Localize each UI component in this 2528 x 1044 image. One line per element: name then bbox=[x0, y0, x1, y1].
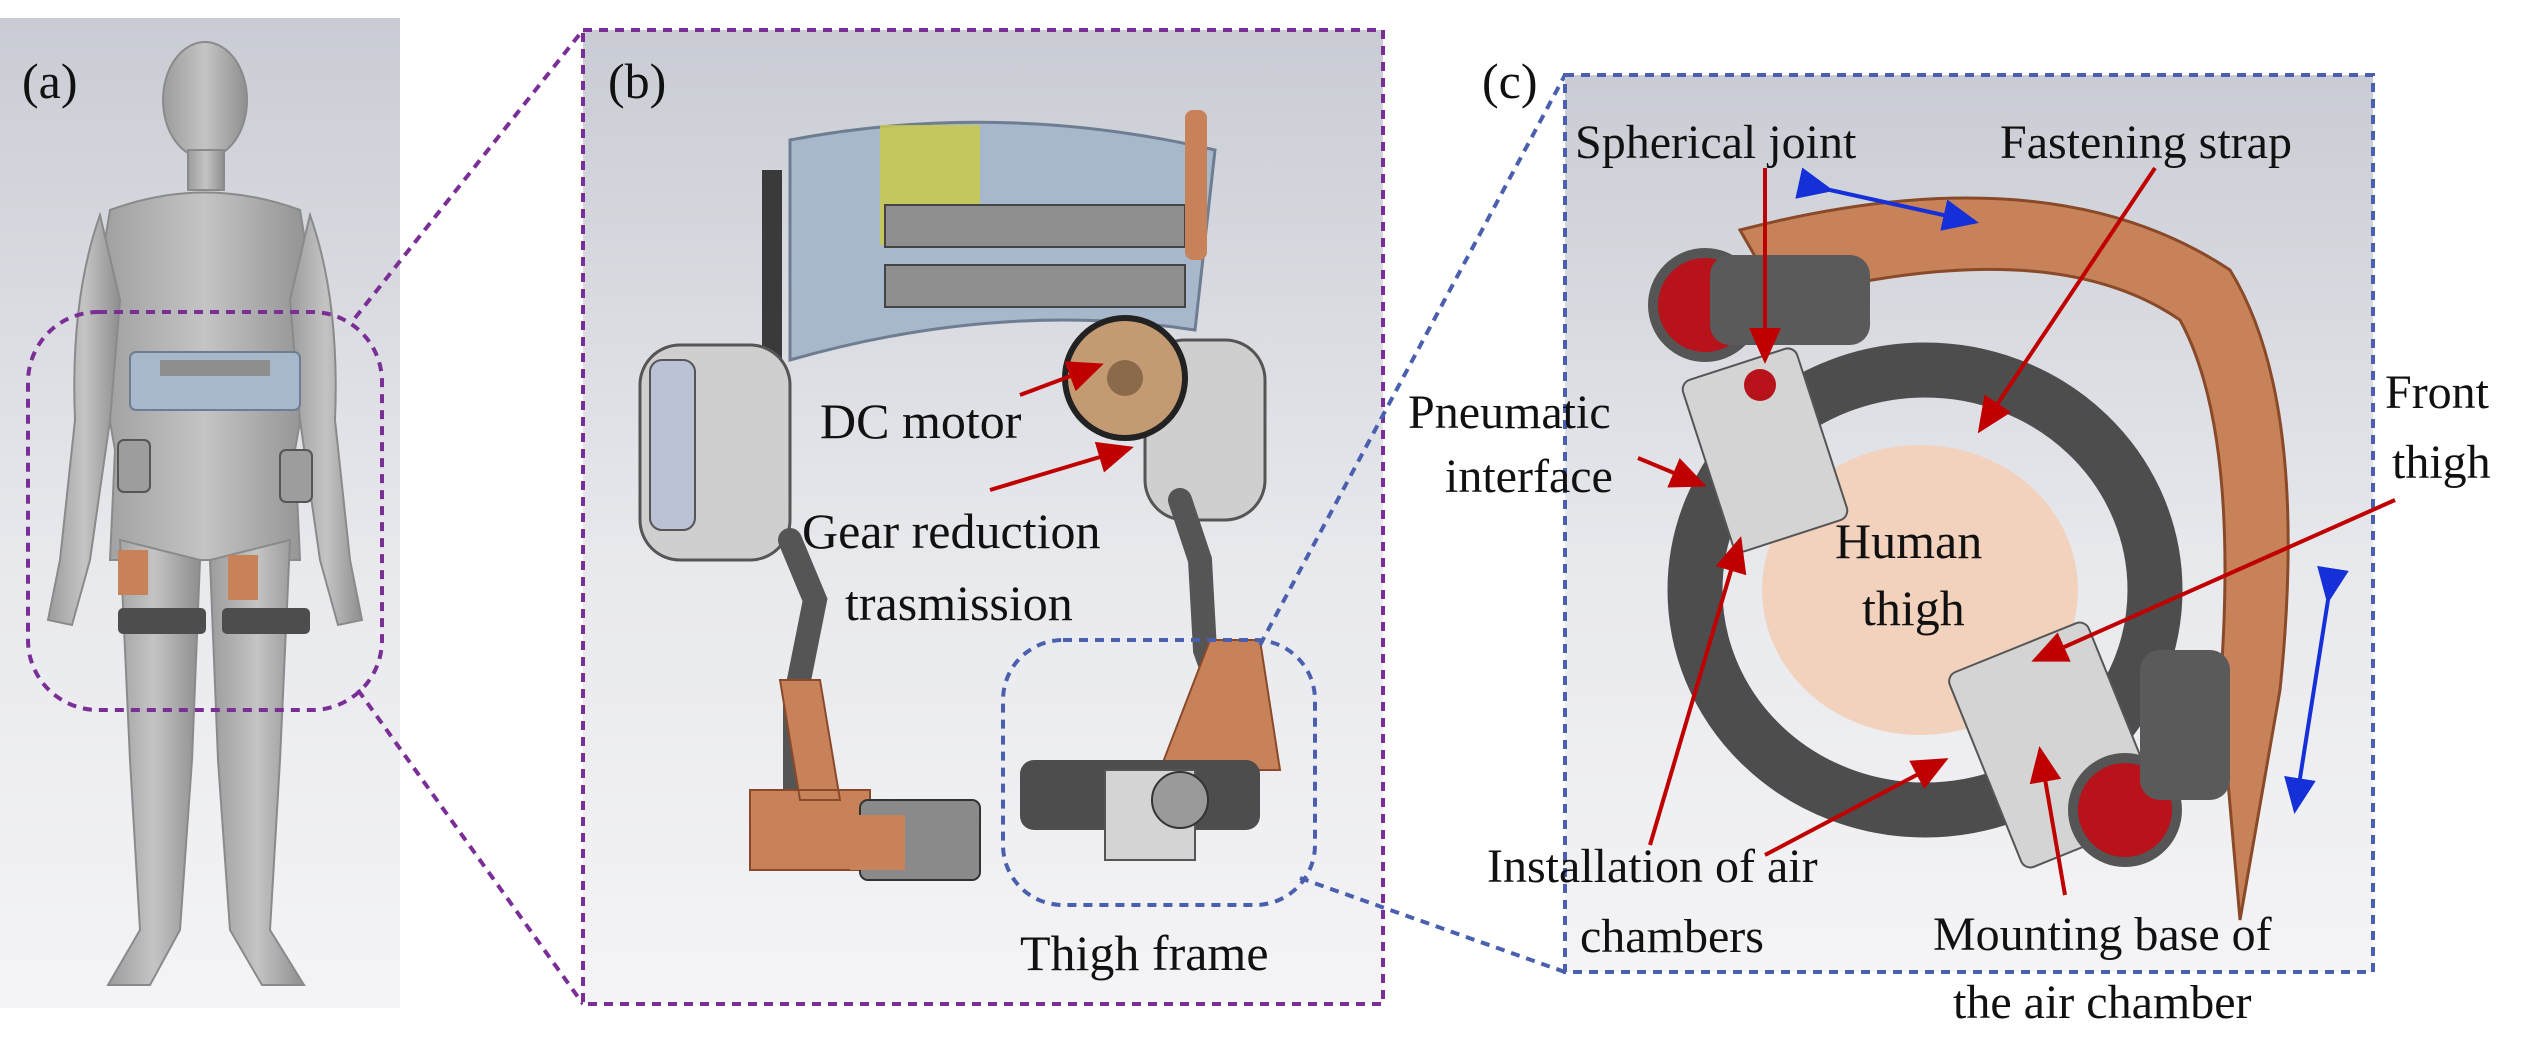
panel-b: (b) DC motor Gear reduction trasmission … bbox=[581, 28, 1385, 1006]
panel-a: (a) bbox=[0, 18, 400, 1008]
panel-c: (c) Spherical joint Fastening strap Pneu… bbox=[1408, 53, 2491, 1029]
arrow-front-thigh bbox=[2031, 498, 2396, 662]
zoom-connector-bottom bbox=[356, 688, 585, 1006]
label-mounting-base-line1: Mounting base of bbox=[1933, 908, 2272, 961]
arrow-pneumatic-interface bbox=[1637, 456, 1707, 488]
adjust-arrow-vertical bbox=[2284, 565, 2349, 814]
label-thigh-frame: Thigh frame bbox=[1020, 925, 1269, 981]
panel-b-tag: (b) bbox=[608, 53, 666, 109]
label-human-thigh-line1: Human bbox=[1835, 513, 1982, 569]
label-pneumatic-line2: interface bbox=[1445, 450, 1613, 503]
zoom-region-box-a bbox=[26, 310, 384, 712]
zoom-region-box-b bbox=[1001, 638, 1317, 907]
arrow-installation-2 bbox=[1764, 758, 1949, 857]
right-actuator bbox=[279, 449, 313, 503]
label-front-thigh-line2: thigh bbox=[2392, 436, 2491, 489]
arrow-gear-reduction bbox=[989, 441, 1134, 492]
arrow-mounting-base bbox=[2029, 746, 2067, 896]
label-installation-line2: chambers bbox=[1580, 910, 1764, 963]
label-installation-line1: Installation of air bbox=[1487, 840, 1818, 893]
label-pneumatic-line1: Pneumatic bbox=[1408, 386, 1611, 439]
label-gear-reduction-line2: trasmission bbox=[845, 575, 1073, 631]
zoom-connector-top bbox=[353, 28, 585, 320]
label-dc-motor: DC motor bbox=[820, 393, 1022, 449]
label-spherical-joint: Spherical joint bbox=[1575, 116, 1857, 169]
belt-strap-lower bbox=[884, 264, 1186, 308]
panel-c-tag: (c) bbox=[1482, 53, 1538, 109]
right-thigh-frame bbox=[228, 555, 258, 600]
label-fastening-strap: Fastening strap bbox=[2000, 116, 2292, 169]
adjust-arrow-horizontal bbox=[1795, 167, 1979, 231]
label-front-thigh-line1: Front bbox=[2385, 366, 2490, 419]
right-thigh-cuff bbox=[222, 608, 310, 634]
arrow-installation-1 bbox=[1648, 536, 1747, 846]
label-human-thigh-line2: thigh bbox=[1862, 580, 1965, 636]
panel-a-tag: (a) bbox=[22, 53, 78, 109]
fastening-strap-ring bbox=[1667, 342, 2183, 838]
dc-motor-hub bbox=[1107, 360, 1143, 396]
belt-strap-upper bbox=[884, 204, 1186, 248]
left-thigh-frame bbox=[118, 550, 148, 595]
left-thigh-cuff bbox=[118, 608, 206, 634]
arrow-fastening-strap bbox=[1977, 166, 2157, 434]
left-air-chamber-base bbox=[850, 815, 905, 870]
label-mounting-base-line2: the air chamber bbox=[1953, 976, 2252, 1029]
belt-rear-clip bbox=[1185, 110, 1207, 260]
zoom-connector-b-c-top bbox=[1258, 74, 1567, 646]
spherical-joint-bottom-mount bbox=[2140, 650, 2230, 800]
arrow-dc-motor bbox=[1019, 361, 1104, 397]
belt-vertical-bar bbox=[762, 170, 782, 360]
spherical-joint-ball bbox=[1744, 369, 1776, 401]
left-actuator bbox=[117, 439, 151, 493]
right-motor-disc bbox=[1151, 771, 1209, 829]
spherical-joint-top-mount bbox=[1710, 255, 1870, 345]
label-gear-reduction-line1: Gear reduction bbox=[802, 503, 1100, 559]
left-actuator-cover bbox=[649, 359, 696, 531]
waist-belt-strap bbox=[160, 360, 270, 376]
pneumatic-interface-block bbox=[1681, 347, 1849, 553]
exoskeleton-illustration bbox=[638, 110, 1282, 881]
